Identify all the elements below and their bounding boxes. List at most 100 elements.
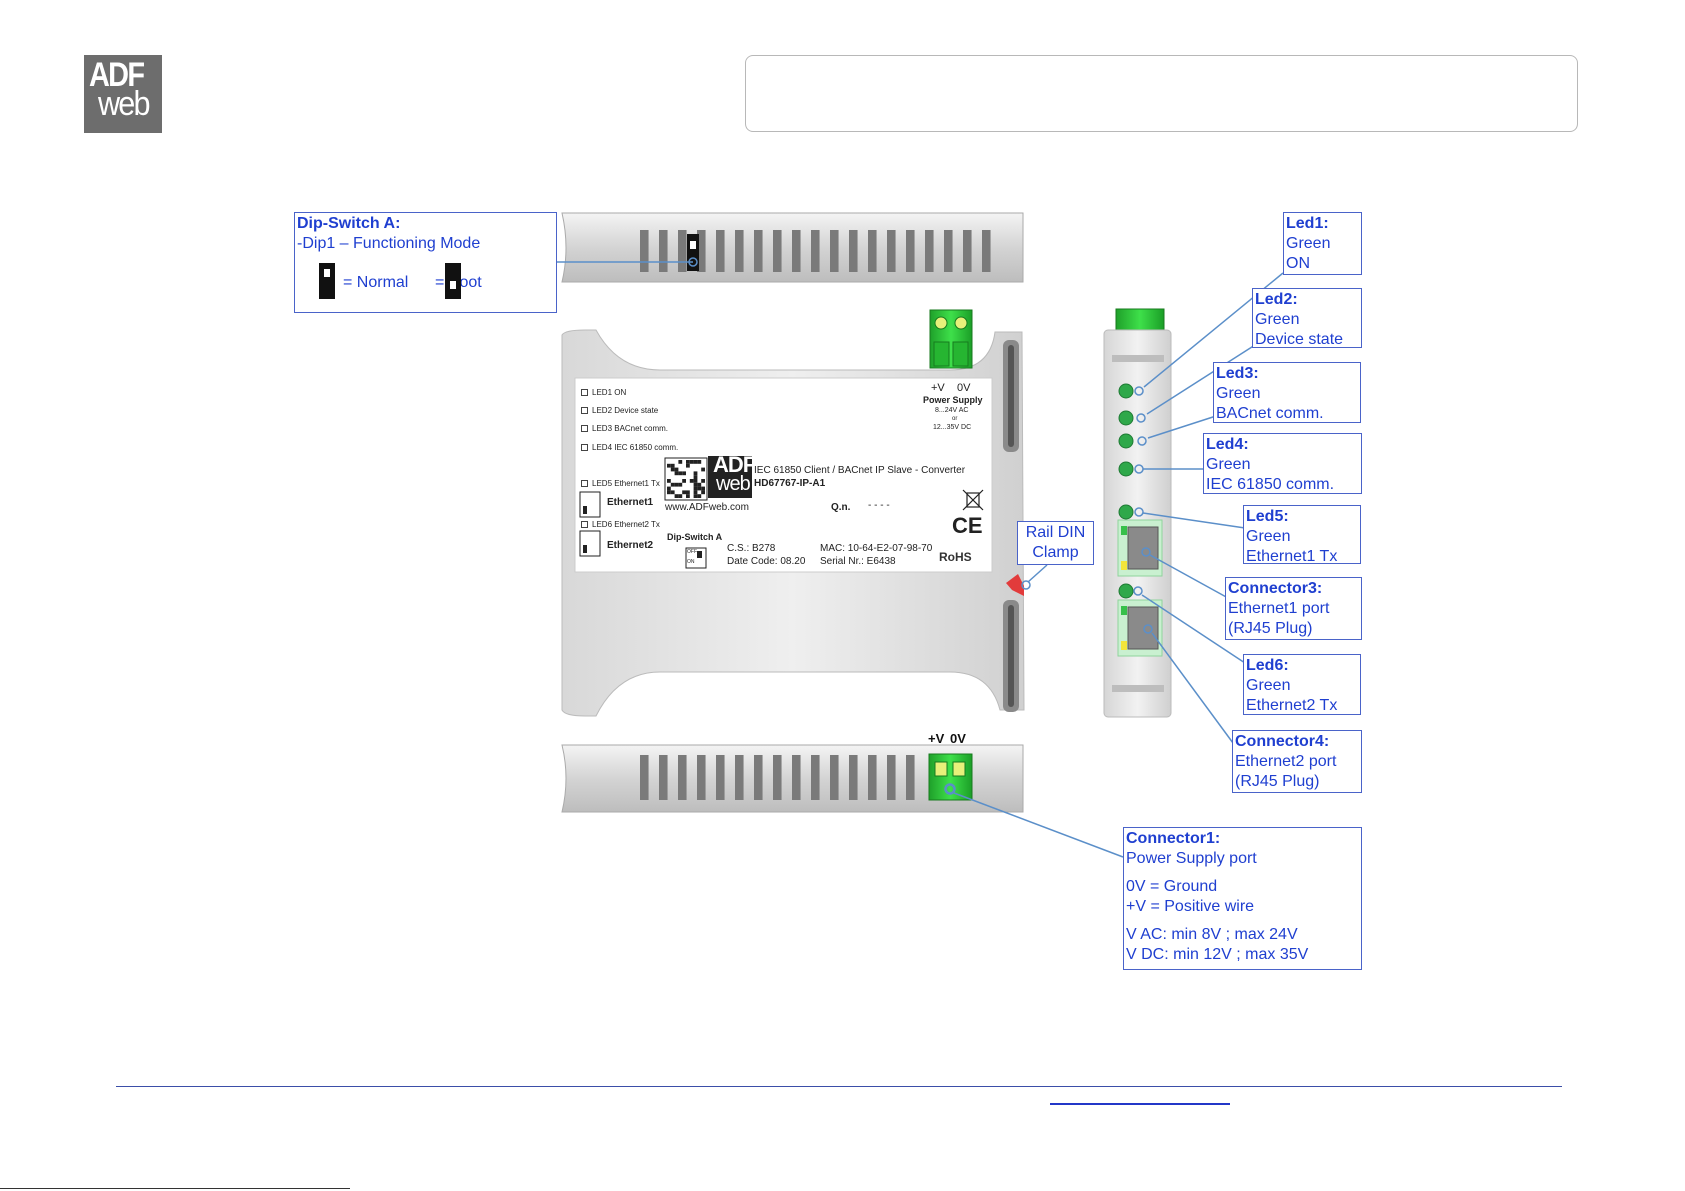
callout-dip-switch: Dip-Switch A: -Dip1 – Functioning Mode =… <box>294 212 557 313</box>
qr-module <box>678 482 683 487</box>
callout-led4-title: Led4: <box>1206 436 1249 453</box>
callout-led6-line1: Green <box>1246 677 1291 694</box>
logo-text-web: web <box>98 85 151 123</box>
side-led4 <box>1118 461 1134 477</box>
callout-dip-title: Dip-Switch A: <box>297 215 401 232</box>
callout-led2-line1: Green <box>1255 311 1300 328</box>
vent-slot <box>849 230 858 272</box>
footer-link-underline[interactable] <box>1050 1103 1230 1105</box>
qr-module <box>667 486 671 491</box>
side-led2 <box>1118 410 1134 426</box>
label-dip-on: ON <box>687 559 695 565</box>
vent-slot <box>811 755 820 800</box>
side-led5 <box>1118 504 1134 520</box>
label-ps-ac: 8...24V AC <box>935 407 969 414</box>
label-dip-icon <box>685 547 707 569</box>
label-led4: LED4 IEC 61850 comm. <box>581 443 678 452</box>
callout-connector1: Connector1: Power Supply port 0V = Groun… <box>1123 827 1362 970</box>
vent-slot <box>887 755 896 800</box>
vent-slot <box>906 230 915 272</box>
qr-module <box>701 479 705 483</box>
qr-module <box>701 486 705 491</box>
label-logo-web: web <box>716 473 751 495</box>
header-box <box>745 55 1578 132</box>
leader-lines <box>557 257 1284 858</box>
qr-module <box>682 479 686 483</box>
qr-module <box>686 460 690 464</box>
qr-module <box>693 471 698 476</box>
qr-module <box>674 482 679 487</box>
vent-slot <box>697 230 706 272</box>
vent-slot <box>944 230 953 272</box>
vent-slot <box>868 755 877 800</box>
callout-led5: Led5: Green Ethernet1 Tx <box>1243 505 1361 565</box>
qr-module <box>670 467 675 472</box>
qr-module <box>693 482 698 487</box>
label-model: HD67767-IP-A1 <box>754 478 826 489</box>
callout-led6-title: Led6: <box>1246 657 1289 674</box>
side-led3 <box>1118 433 1134 449</box>
qr-module <box>686 463 690 468</box>
qr-module <box>693 486 698 491</box>
qr-module <box>667 479 671 483</box>
label-dip-switch: Dip-Switch A <box>667 532 723 542</box>
label-date-code: Date Code: 08.20 <box>727 556 806 567</box>
qr-code <box>664 457 708 501</box>
callout-conn1-line2: 0V = Ground <box>1126 878 1218 895</box>
qr-module <box>693 475 698 479</box>
bottom-zero-v: 0V <box>950 731 966 746</box>
vent-slot <box>982 230 991 272</box>
qr-module <box>693 479 698 483</box>
qr-module <box>674 471 679 476</box>
vent-slot <box>716 230 725 272</box>
label-led6: LED6 Ethernet2 Tx <box>581 520 660 529</box>
dip-boot-icon <box>445 263 461 299</box>
vent-slot <box>773 230 782 272</box>
qr-module <box>670 482 675 487</box>
label-power-supply: Power Supply <box>923 395 983 405</box>
callout-led3: Led3: Green BACnet comm. <box>1213 362 1361 423</box>
callout-led4-line2: IEC 61850 comm. <box>1206 476 1335 493</box>
qr-module <box>697 494 702 498</box>
label-eth2-icon <box>579 530 601 557</box>
qr-module <box>689 479 694 483</box>
label-ethernet2: Ethernet2 <box>607 540 654 551</box>
callout-led5-line1: Green <box>1246 528 1291 545</box>
label-url: www.ADFweb.com <box>665 502 749 513</box>
qr-module <box>697 486 702 491</box>
callout-dip-line1: -Dip1 – Functioning Mode <box>297 235 481 252</box>
bottom-view-vents <box>640 755 915 800</box>
label-logo-adf: ADF <box>713 452 756 477</box>
qr-module <box>678 460 683 464</box>
callout-conn4-line2: (RJ45 Plug) <box>1235 773 1320 790</box>
callout-conn1-line3: +V = Positive wire <box>1126 898 1255 915</box>
vent-slot <box>811 230 820 272</box>
label-led3: LED3 BACnet comm. <box>581 424 668 433</box>
vent-slot <box>640 755 649 800</box>
callout-led2-line2: Device state <box>1255 331 1344 348</box>
callout-conn3-title: Connector3: <box>1228 580 1323 597</box>
label-logo <box>708 456 752 498</box>
logo-text-adf: ADF <box>89 56 145 94</box>
bottom-plus-v: +V <box>928 731 945 746</box>
qr-module <box>697 460 702 464</box>
vent-slot <box>830 230 839 272</box>
qr-module <box>667 490 671 495</box>
callout-conn1-line1: Power Supply port <box>1126 850 1257 867</box>
callout-conn4-line1: Ethernet2 port <box>1235 753 1337 770</box>
qr-module <box>678 471 683 476</box>
label-cs: C.S.: B278 <box>727 543 776 554</box>
label-description: IEC 61850 Client / BACnet IP Slave - Con… <box>754 465 966 476</box>
label-rohs: RoHS <box>939 550 972 564</box>
qr-module <box>693 490 698 495</box>
vent-slot <box>678 755 687 800</box>
label-led1: LED1 ON <box>581 388 626 397</box>
vent-slot <box>792 755 801 800</box>
qr-module <box>701 467 705 472</box>
qr-module <box>693 460 698 464</box>
vent-slot <box>640 230 649 272</box>
qr-module <box>686 490 690 495</box>
top-view <box>561 212 1024 283</box>
callout-rail-din-clamp: Rail DIN Clamp <box>1017 521 1094 565</box>
vent-slot <box>659 230 668 272</box>
